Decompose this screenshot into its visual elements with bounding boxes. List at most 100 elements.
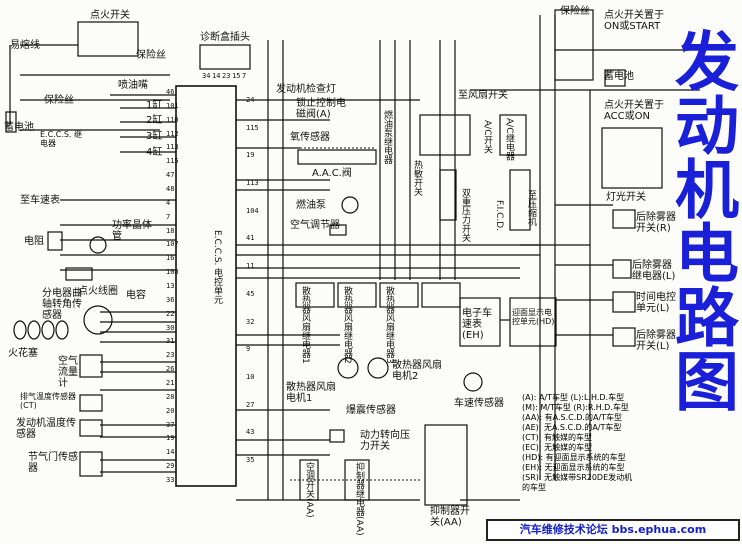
ecu-pin-left: 4 <box>166 198 171 207</box>
diag-pin: 23 <box>222 72 231 80</box>
battery-right-label: 蓄电池 <box>604 71 634 82</box>
fuse-label-right: 保险丝 <box>560 6 590 17</box>
diag-connector-label: 诊断盒插头 <box>200 32 250 43</box>
page-title: 发动机电路图 <box>664 28 738 412</box>
ignition-on-label: 点火开关置于ON或START <box>604 10 664 32</box>
diag-pin: 15 <box>232 72 241 80</box>
ecu-pin-right: 11 <box>246 262 255 271</box>
eccs-relay-label: E.C.C.S. 继电器 <box>40 130 83 148</box>
ecu-pin-left: 18 <box>166 226 175 235</box>
ecu-pin-right: 35 <box>246 456 255 464</box>
diag-pin: 14 <box>212 72 221 80</box>
defog-switch-r-label: 后除雾器开关(R) <box>636 212 676 234</box>
ecu-pin-left: 37 <box>166 420 175 429</box>
fusible-link-label: 易熔线 <box>10 40 40 51</box>
ecu-pin-right: 24 <box>246 96 255 104</box>
ecu-pin-left: 112 <box>166 129 179 138</box>
o2-sensor-label: 氧传感器 <box>290 132 330 143</box>
engine-temp-label: 发动机温度传感器 <box>16 418 76 440</box>
ignition-switch-label: 点火开关 <box>90 10 130 21</box>
diag-pin: 34 <box>202 72 211 80</box>
ecu-pin-left: 30 <box>166 323 175 332</box>
ecu-pin-left: 108 <box>166 268 179 277</box>
ecu-pin-left: 28 <box>166 392 175 401</box>
footer-watermark: 汽车维修技术论坛 bbs.ephua.com <box>486 519 740 541</box>
legend-entry: (M): M/T车型 (R):R.H.D.车型 <box>522 403 629 412</box>
ecu-pin-right: 45 <box>246 289 255 298</box>
fan-motor-1-label: 散热器风扇电机1 <box>286 382 336 404</box>
ficd-label: F.I.C.D. <box>494 200 504 232</box>
legend-entry: (HD): 有迎面显示系统的车型 <box>522 453 626 462</box>
ecu-pin-right: 104 <box>246 206 259 215</box>
distributor-label: 分电器曲轴转角传感器 <box>42 288 82 321</box>
capacitor-label: 电容 <box>126 290 146 301</box>
fan-relay-2-label: 散热器风扇继电器2 <box>342 286 352 364</box>
fuel-pump-label: 燃油泵 <box>296 200 326 211</box>
ac-relay-label: A/C继电器 <box>504 118 514 161</box>
ecu-pin-left: 16 <box>166 254 175 263</box>
fan-relay-3-label: 散热器风扇继电器3 <box>384 286 394 364</box>
knock-sensor-label: 爆震传感器 <box>346 405 396 416</box>
ac-clutch-label: 空调开关(AA) <box>304 462 314 518</box>
spark-plug-label: 火花塞 <box>8 348 38 359</box>
legend-entry: (AA): 有A.S.C.D.的A/T车型 <box>522 413 623 422</box>
ecu-pin-left: 7 <box>166 212 171 221</box>
ecu-pin-left: 110 <box>166 115 179 124</box>
legend-entry: 的车型 <box>522 483 546 492</box>
legend-entry: (EH): 无迎面显示系统的车型 <box>522 463 625 472</box>
headlight-switch-label: 灯光开关 <box>606 192 646 203</box>
ecu-pin-right: 41 <box>246 234 255 243</box>
throttle-sensor-label: 节气门传感器 <box>28 452 78 474</box>
to-fan-switch-label: 至风扇开关 <box>458 90 508 101</box>
inhibitor-relay-label: 抑制器继电器(AA) <box>354 462 364 536</box>
power-transistor-label: 功率晶体管 <box>112 220 152 242</box>
ecu-pin-left: 26 <box>166 365 175 374</box>
cyl3-label: 3缸 <box>146 131 163 142</box>
ac-switch-label: A/C开关 <box>482 120 492 154</box>
ecu-pin-left: 22 <box>166 309 175 318</box>
dual-pressure-label: 双重压力开关 <box>460 188 470 242</box>
ecu-pin-left: 33 <box>166 476 175 484</box>
ecu-pin-left: 23 <box>166 351 175 360</box>
head-display-label: 迎面显示电控单元(HD) <box>512 308 555 326</box>
ecu-pin-left: 20 <box>166 406 175 415</box>
ecu-pin-left: 113 <box>166 143 179 152</box>
fuse-label-1: 保险丝 <box>136 50 166 61</box>
exhaust-temp-label: 排气温度传感器(CT) <box>20 392 76 410</box>
resistor-label: 电阻 <box>24 236 44 247</box>
legend-entry: (AE): 无A.S.C.D.的A/T车型 <box>522 423 622 432</box>
ecu-pin-right: 19 <box>246 151 255 160</box>
legend-entry: (EC): 无触媒的车型 <box>522 443 593 452</box>
cyl4-label: 4缸 <box>146 147 163 158</box>
check-lamp-label: 发动机检查灯 <box>276 84 336 95</box>
ecu-pin-left: 29 <box>166 462 175 471</box>
speedo-unit-label: 电子车速表(EH) <box>462 308 492 341</box>
legend-entry: (CT): 有触媒的车型 <box>522 433 592 442</box>
ecu-pin-right: 27 <box>246 400 255 409</box>
ecu-pin-left: 19 <box>166 434 175 443</box>
cyl1-label: 1缸 <box>146 100 163 111</box>
legend: (A): A/T车型 (L):L.H.D.车型(M): M/T车型 (R):R.… <box>522 393 632 493</box>
ecu-pin-left: 47 <box>166 171 175 180</box>
ecu-pin-right: 43 <box>246 428 255 437</box>
to-speedometer-label: 至车速表 <box>20 195 60 206</box>
fan-motor-2-label: 散热器风扇电机2 <box>392 360 442 382</box>
defog-relay-label: 后除雾器继电器(L) <box>632 260 676 282</box>
lockup-valve-label: 锁止控制电磁阀(A) <box>296 98 346 120</box>
inhibitor-label: 抑制器开关(AA) <box>430 506 470 528</box>
defog-switch-l-label: 后除雾器开关(L) <box>636 330 676 352</box>
legend-entry: (A): A/T车型 (L):L.H.D.车型 <box>522 393 625 402</box>
ecu-pin-left: 31 <box>166 337 175 346</box>
diag-pin: 7 <box>242 72 247 80</box>
speed-sensor-label: 车速传感器 <box>454 398 504 409</box>
aac-valve-label: A.A.C.阀 <box>312 168 352 179</box>
ecu-pin-left: 48 <box>166 185 175 193</box>
fuse-label-2: 保险丝 <box>44 95 74 106</box>
ecu-pin-left: 13 <box>166 282 175 290</box>
to-compressor-label: 至压缩机 <box>526 190 536 226</box>
legend-entry: (SR): 无触媒带SR20DE发动机 <box>522 473 633 482</box>
ecu-pin-left: 115 <box>166 157 179 166</box>
ecu-pin-right: 9 <box>246 345 251 354</box>
ecu-pin-right: 32 <box>246 317 255 326</box>
fuel-pump-relay-label: 燃油泵继电器 <box>382 110 392 164</box>
